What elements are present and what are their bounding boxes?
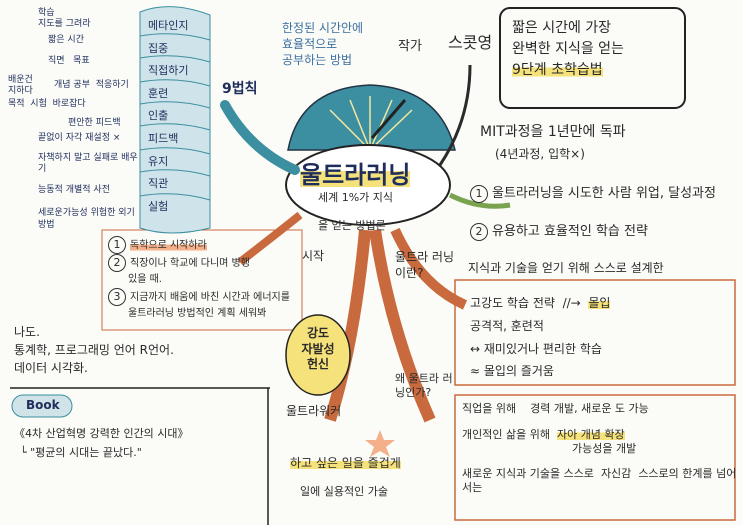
rule-bubble: 실험 bbox=[148, 199, 169, 213]
dome-shape bbox=[287, 84, 456, 151]
author-name: 스콧영 bbox=[448, 33, 493, 52]
rule-note: 목적 bbox=[8, 98, 25, 109]
author-desc-frame bbox=[499, 7, 686, 109]
tagline-line: 한정된 시간안에 bbox=[282, 21, 364, 35]
what-item-4: ≈ 몰입의 즐거움 bbox=[470, 364, 554, 379]
author-desc-line: 완벽한 지식을 얻는 bbox=[512, 41, 624, 57]
author-mit-sub: (4년과정, 입학×) bbox=[495, 147, 585, 161]
start-item-2-cont: 있을 때. bbox=[128, 274, 162, 285]
author-label: 작가 bbox=[398, 39, 422, 54]
rule-note: 목표 bbox=[73, 55, 90, 66]
why-label: 왜 울트라 러닝인가? bbox=[395, 372, 453, 400]
rule-bubble: 인출 bbox=[148, 109, 169, 123]
rule-note: 편안한 피드백 bbox=[68, 118, 121, 128]
why-items: 직업을 위해 경력 개발, 새로운 도 가능 개인적인 삶을 위해 자아 개념 … bbox=[462, 402, 743, 495]
ultraworker-label: 울트라워커 bbox=[286, 404, 342, 418]
me-label: 나도. bbox=[14, 325, 40, 339]
pen-icon bbox=[370, 99, 407, 139]
book-line: └ "평균의 시대는 끝났다." bbox=[20, 445, 142, 459]
ultraworker-item-2: 일에 실용적인 가술 bbox=[300, 485, 388, 498]
strong-label: 강도 자발성 헌신 bbox=[301, 326, 335, 372]
rule-note: 위험한 외기 방법 bbox=[38, 208, 135, 230]
rule-bubble: 유지 bbox=[148, 154, 169, 168]
center-subtitle: 세계 1%가 지식 bbox=[318, 191, 394, 204]
rule-note: 직면 bbox=[48, 55, 65, 66]
rule-bubble: 피드백 bbox=[148, 131, 179, 145]
what-frame bbox=[454, 279, 736, 386]
start-label: 시작 bbox=[302, 249, 325, 263]
rule-note: 실패로 배우기 bbox=[38, 152, 138, 174]
rule-note: 개별적 사전 bbox=[65, 185, 110, 195]
center-title: 울트라러닝 bbox=[300, 161, 411, 189]
rule-note: 배운건 지하다 bbox=[8, 75, 33, 97]
what-item-3: ↔ 재미있거나 편리한 학습 bbox=[470, 341, 602, 356]
what-label: 울트라 러닝 이란? bbox=[395, 250, 455, 280]
rules-cloud bbox=[139, 6, 211, 234]
book-line: 《4차 산업혁명 강력한 인간의 시대》 bbox=[14, 427, 189, 440]
branch-points bbox=[448, 192, 511, 209]
rule-note: 개념 공부 bbox=[54, 79, 90, 90]
rule-bubble: 직관 bbox=[148, 177, 169, 191]
why-frame bbox=[454, 394, 736, 521]
rule-note: 세로운가능성 bbox=[38, 208, 88, 219]
rule-bubble: 메타인지 bbox=[148, 19, 189, 32]
star-icon bbox=[365, 430, 395, 457]
rule-note: 끝없이 자각 bbox=[38, 133, 83, 144]
what-item-1: 고강도 학습 전략 //→ 몰입 bbox=[470, 296, 611, 310]
what-item-2: 공격적, 훈련적 bbox=[470, 318, 544, 333]
branch-ultraworker bbox=[324, 229, 371, 422]
author-mit: MIT과정을 1년만에 독파 bbox=[480, 124, 626, 140]
me-line: 통계학, 프로그래밍 언어 R언어. bbox=[14, 343, 174, 357]
rule-note: 자책하지 말고 bbox=[38, 152, 91, 163]
why-item-1: 직업을 위해 경력 개발, 새로운 도 가능 bbox=[462, 402, 649, 415]
rule-note: 시험 bbox=[30, 98, 47, 109]
book-label: Book bbox=[26, 398, 60, 412]
what-def: 지식과 기술을 얻기 위해 스스로 설계한 bbox=[468, 261, 664, 275]
rule-note: 능동적 bbox=[38, 185, 63, 195]
branch-author bbox=[438, 64, 472, 166]
what-items: 고강도 학습 전략 //→ 몰입 공격적, 훈련적 ↔ 재미있거나 편리한 학습… bbox=[470, 292, 611, 383]
strong-circle bbox=[285, 314, 351, 396]
rule-note: 적응하기 bbox=[95, 79, 129, 90]
rule-bubble: 직접하기 bbox=[148, 64, 189, 78]
rule-bubble: 훈련 bbox=[148, 86, 169, 100]
book-badge bbox=[11, 394, 73, 418]
branch-start bbox=[237, 211, 303, 266]
dome-rays bbox=[329, 96, 413, 151]
start-item-3-cont: 울트라러닝 방법적인 계획 세워봐 bbox=[128, 307, 267, 319]
rule-note: 재설정 × bbox=[85, 133, 121, 144]
rule-note: 짧은 시간 bbox=[48, 34, 84, 45]
tagline-line: 효율적으로 bbox=[282, 37, 338, 52]
me-line: 데이터 시각화. bbox=[14, 361, 88, 375]
rule-bubble: 집중 bbox=[148, 41, 169, 55]
rules-wave-lines bbox=[139, 33, 211, 201]
rule-note: 학습 지도를 그려라 bbox=[38, 8, 91, 30]
branch-rules bbox=[220, 100, 300, 175]
center-tagline: 한정된 시간안에 효율적으로 공부하는 방법 bbox=[282, 20, 363, 69]
tagline-line: 공부하는 방법 bbox=[282, 53, 353, 68]
book-lines: 《4차 산업혁명 강력한 인간의 시대》 └ "평균의 시대는 끝났다." bbox=[14, 425, 189, 462]
branch-why bbox=[369, 229, 436, 423]
center-subtitle-2: 을 얻는 방법론 bbox=[318, 219, 386, 232]
rules-label: 9법칙 bbox=[222, 81, 258, 97]
why-item-2-detail: 가능성을 개발 bbox=[572, 441, 637, 455]
rules-notes: 학습 지도를 그려라 짧은 시간 직면 목표 배운건 지하다 개념 공부 적응하… bbox=[8, 8, 138, 231]
author-desc: 짧은 시간에 가장 완벽한 지식을 얻는 9단계 초학습법 bbox=[512, 18, 624, 81]
rules-bubbles: 메타인지 집중 직접하기 훈련 인출 피드백 유지 직관 실험 bbox=[148, 15, 188, 218]
why-item-3: 새로운 지식과 기술을 스스로 자신감 스스로의 한계를 넘어서는 bbox=[462, 467, 737, 494]
author-desc-line: 9단계 초학습법 bbox=[512, 62, 603, 78]
rule-note: 바로잡다 bbox=[52, 98, 86, 109]
author-desc-line: 짧은 시간에 가장 bbox=[512, 20, 612, 36]
ultraworker-item-1: 하고 싶은 일을 즐겁게 bbox=[290, 456, 401, 470]
why-item-2: 개인적인 삶을 위해 자아 개념 확장 bbox=[462, 427, 625, 441]
me-block: 나도. 통계학, 프로그래밍 언어 R언어. 데이터 시각화. bbox=[14, 323, 174, 377]
